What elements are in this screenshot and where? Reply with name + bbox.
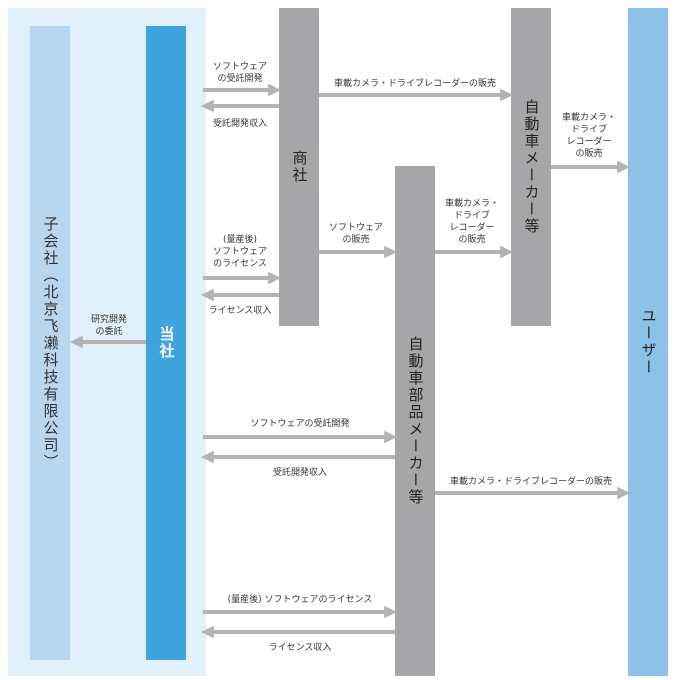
label-cam-sales-trading-automaker: 車載カメラ・ドライブレコーダーの販売 (333, 79, 496, 89)
company-label: 当社 (157, 326, 176, 360)
label-license-income-parts: ライセンス収入 (268, 643, 332, 653)
label-contract-dev-income-parts: 受託開発収入 (272, 468, 327, 478)
label-research-commission: 研究開発 の委託 (90, 315, 127, 337)
user-box: ユーザー (628, 8, 668, 676)
label-contract-dev-income-trading: 受託開発収入 (212, 119, 267, 129)
label-sw-license-parts: (量産後) ソフトウェアのライセンス (227, 595, 373, 605)
label-cam-sales-automaker-user: 車載カメラ・ ドライブ レコーダー の販売 (561, 113, 616, 159)
company-box: 当社 (146, 26, 186, 660)
trading-company-label: 商社 (290, 150, 309, 184)
trading-company-box: 商社 (279, 8, 319, 326)
label-cam-sales-parts-automaker: 車載カメラ・ ドライブ レコーダー の販売 (444, 199, 499, 245)
parts-maker-label: 自動車部品メーカー等 (406, 336, 425, 506)
label-sw-dev-commission-trading: ソフトウェア の受託開発 (212, 62, 267, 84)
parts-maker-box: 自動車部品メーカー等 (395, 166, 435, 676)
automaker-label: 自動車メーカー等 (522, 99, 541, 235)
label-license-income-trading: ライセンス収入 (208, 306, 272, 316)
user-label: ユーザー (639, 308, 658, 376)
label-sw-sales-trading-parts: ソフトウェア の販売 (328, 223, 383, 245)
subsidiary-label: 子会社（北京飞濑科技有限公司） (41, 215, 60, 471)
subsidiary-box: 子会社（北京飞濑科技有限公司） (30, 26, 70, 660)
label-sw-dev-commission-parts: ソフトウェアの受託開発 (250, 419, 350, 429)
label-sw-license-trading: (量産後) ソフトウェア のライセンス (212, 235, 267, 269)
automaker-box: 自動車メーカー等 (511, 8, 551, 326)
label-cam-sales-parts-user: 車載カメラ・ドライブレコーダーの販売 (449, 477, 612, 487)
